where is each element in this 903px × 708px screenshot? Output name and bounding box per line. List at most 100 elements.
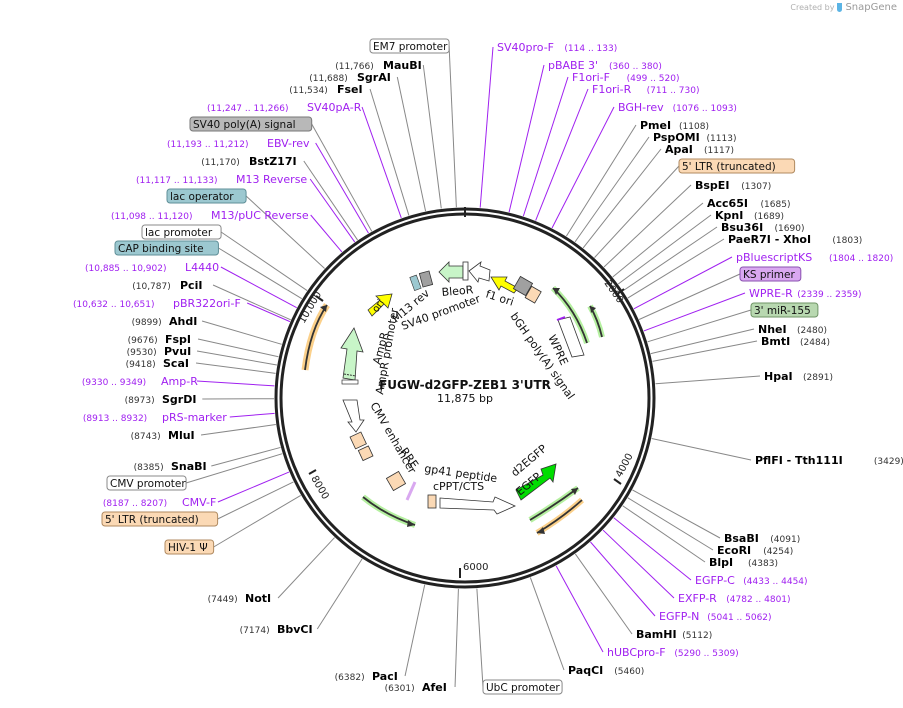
site-label[interactable]: BGH-rev(1076 .. 1093) xyxy=(618,101,737,114)
site-label[interactable]: KpnI(1689) xyxy=(715,209,784,222)
site-label[interactable]: (8385)SnaBI xyxy=(134,460,207,473)
feature-callout[interactable]: EM7 promoter xyxy=(369,38,450,54)
site-position: (1689) xyxy=(754,212,784,222)
site-label[interactable]: (11,098 .. 11,120)M13/pUC Reverse xyxy=(111,209,309,222)
site-label[interactable]: (9418)ScaI xyxy=(126,357,189,370)
site-label[interactable]: EXFP-R(4782 .. 4801) xyxy=(678,592,791,605)
site-label[interactable]: EcoRI(4254) xyxy=(717,544,793,557)
feature-rre[interactable] xyxy=(385,470,407,492)
site-position: (711 .. 730) xyxy=(647,86,700,96)
site-name: BstZ17I xyxy=(249,155,297,168)
site-label[interactable]: EGFP-N(5041 .. 5062) xyxy=(659,610,772,623)
site-name: Amp-R xyxy=(161,375,198,388)
site-label[interactable]: (11,193 .. 11,212)EBV-rev xyxy=(167,137,310,150)
feature-callout[interactable]: lac promoter xyxy=(141,224,222,240)
feature-callout[interactable]: CAP binding site xyxy=(114,240,219,256)
leader-lines xyxy=(185,45,761,688)
site-name: MluI xyxy=(168,429,195,442)
feature-egfp[interactable] xyxy=(515,463,557,501)
feature-sv40-promoter[interactable] xyxy=(418,270,434,288)
feature-m13-rev[interactable] xyxy=(409,274,422,291)
site-label[interactable]: (8187 .. 8207)CMV-F xyxy=(103,496,216,509)
site-label[interactable]: PaqCI(5460) xyxy=(568,664,644,677)
site-label[interactable]: F1ori-R(711 .. 730) xyxy=(592,83,699,96)
site-label[interactable]: (11,170) BstZ17I xyxy=(201,155,296,168)
feature-callout[interactable]: 5' LTR (truncated) xyxy=(101,511,219,527)
site-label[interactable]: hUBCpro-F(5290 .. 5309) xyxy=(607,646,739,659)
site-name: L4440 xyxy=(185,261,219,274)
site-label[interactable]: (6382)PacI xyxy=(335,670,398,683)
site-label[interactable]: BsaBI(4091) xyxy=(724,532,800,545)
site-label[interactable]: pBluescriptKS(1804 .. 1820) xyxy=(736,251,893,264)
feature-bgh-arrow[interactable] xyxy=(490,276,519,294)
feature-callout[interactable]: 3' miR-155 xyxy=(750,302,819,318)
feature-callout[interactable]: SV40 poly(A) signal xyxy=(189,116,313,132)
feature-wpre[interactable] xyxy=(557,316,585,358)
feature-bleor[interactable] xyxy=(438,261,464,283)
site-position: (11,170) xyxy=(201,158,240,168)
feature-callout[interactable]: HIV-1 Ψ xyxy=(164,539,215,555)
feature-ori[interactable] xyxy=(367,293,393,317)
site-position: (114 .. 133) xyxy=(564,44,617,54)
feature-callout[interactable]: KS primer xyxy=(739,266,802,282)
site-label[interactable]: (11,688)SgrAI xyxy=(309,71,391,84)
feature-gp41[interactable] xyxy=(405,481,417,501)
site-label[interactable]: EGFP-C(4433 .. 4454) xyxy=(695,574,808,587)
site-label[interactable]: Acc65I(1685) xyxy=(707,197,790,210)
site-label[interactable]: BspEI(1307) xyxy=(695,179,771,192)
feature-ampr[interactable] xyxy=(340,327,364,381)
site-label[interactable]: (7174)BbvCI xyxy=(240,623,313,636)
site-name: BbvCI xyxy=(277,623,313,636)
snapgene-credit: Created by SnapGene xyxy=(790,2,897,13)
feature-callout[interactable]: lac operator xyxy=(166,188,247,204)
site-label[interactable]: (11,534)FseI xyxy=(289,83,362,96)
feature-callout[interactable]: CMV promoter xyxy=(106,475,187,491)
site-label[interactable]: (11,117 .. 11,133)M13 Reverse xyxy=(136,173,307,186)
site-label[interactable]: (6301)AfeI xyxy=(385,681,447,694)
feature-callout-text: UbC promoter xyxy=(486,682,560,694)
site-name: SV40pro-F xyxy=(497,41,554,54)
feature-callout[interactable]: UbC promoter xyxy=(482,679,563,695)
site-label[interactable]: NheI(2480) xyxy=(758,323,827,336)
site-label[interactable]: pBABE 3'(360 .. 380) xyxy=(548,59,662,72)
feature-cmv-enhancer[interactable] xyxy=(342,399,365,433)
site-label[interactable]: (8973)SgrDI xyxy=(125,393,197,406)
site-name: ApaI xyxy=(665,143,693,156)
site-label[interactable]: PflFI - Tth111I(3429) xyxy=(755,454,903,467)
site-label[interactable]: (9899)AhdI xyxy=(132,315,198,328)
feature-callout[interactable]: 5' LTR (truncated) xyxy=(678,158,796,174)
site-label[interactable]: ApaI(1117) xyxy=(665,143,734,156)
site-label[interactable]: (7449)NotI xyxy=(208,592,271,605)
site-label[interactable]: (10,885 .. 10,902)L4440 xyxy=(85,261,219,274)
feature-f1-ori[interactable] xyxy=(468,261,491,283)
site-label[interactable]: F1ori-F(499 .. 520) xyxy=(572,71,679,84)
site-label[interactable]: (10,632 .. 10,651)pBR322ori-F xyxy=(73,297,241,310)
site-label[interactable]: BamHI(5112) xyxy=(636,628,712,641)
site-label[interactable]: BlpI(4383) xyxy=(709,556,778,569)
site-label[interactable]: PmeI(1108) xyxy=(640,119,709,132)
site-label[interactable]: PspOMI(1113) xyxy=(653,131,736,144)
site-label[interactable]: HpaI(2891) xyxy=(764,370,833,383)
site-label[interactable]: (11,247 .. 11,266)SV40pA-R xyxy=(207,101,362,114)
site-label[interactable]: (10,787)PciI xyxy=(132,279,202,292)
site-label[interactable]: WPRE-R(2339 .. 2359) xyxy=(749,287,862,300)
site-name: FseI xyxy=(337,83,363,96)
site-label[interactable]: (11,766)MauBI xyxy=(335,59,421,72)
site-label[interactable]: PaeR7I - XhoI(1803) xyxy=(728,233,862,246)
map-title: FUGW-d2GFP-ZEB1 3'UTR xyxy=(379,378,551,392)
site-label[interactable]: (9330 .. 9349)Amp-R xyxy=(82,375,198,388)
site-name: PciI xyxy=(180,279,202,292)
site-label[interactable]: (9676)FspI xyxy=(128,333,191,346)
site-label[interactable]: BmtI(2484) xyxy=(761,335,830,348)
feature-ampr-promoter[interactable] xyxy=(341,379,359,385)
site-label[interactable]: SV40pro-F (114 .. 133) xyxy=(497,41,617,54)
site-label[interactable]: (9530)PvuI xyxy=(127,345,191,358)
feature-green-arrow-bottom[interactable] xyxy=(361,494,416,528)
site-label[interactable]: (8743)MluI xyxy=(131,429,195,442)
feature-bgh-polya[interactable] xyxy=(512,275,534,297)
feature-ubc-arrow[interactable] xyxy=(439,496,516,515)
site-label[interactable]: Bsu36I(1690) xyxy=(721,221,804,234)
features xyxy=(301,261,605,536)
feature-cppt[interactable] xyxy=(427,494,437,509)
site-label[interactable]: (8913 .. 8932)pRS-marker xyxy=(83,411,227,424)
